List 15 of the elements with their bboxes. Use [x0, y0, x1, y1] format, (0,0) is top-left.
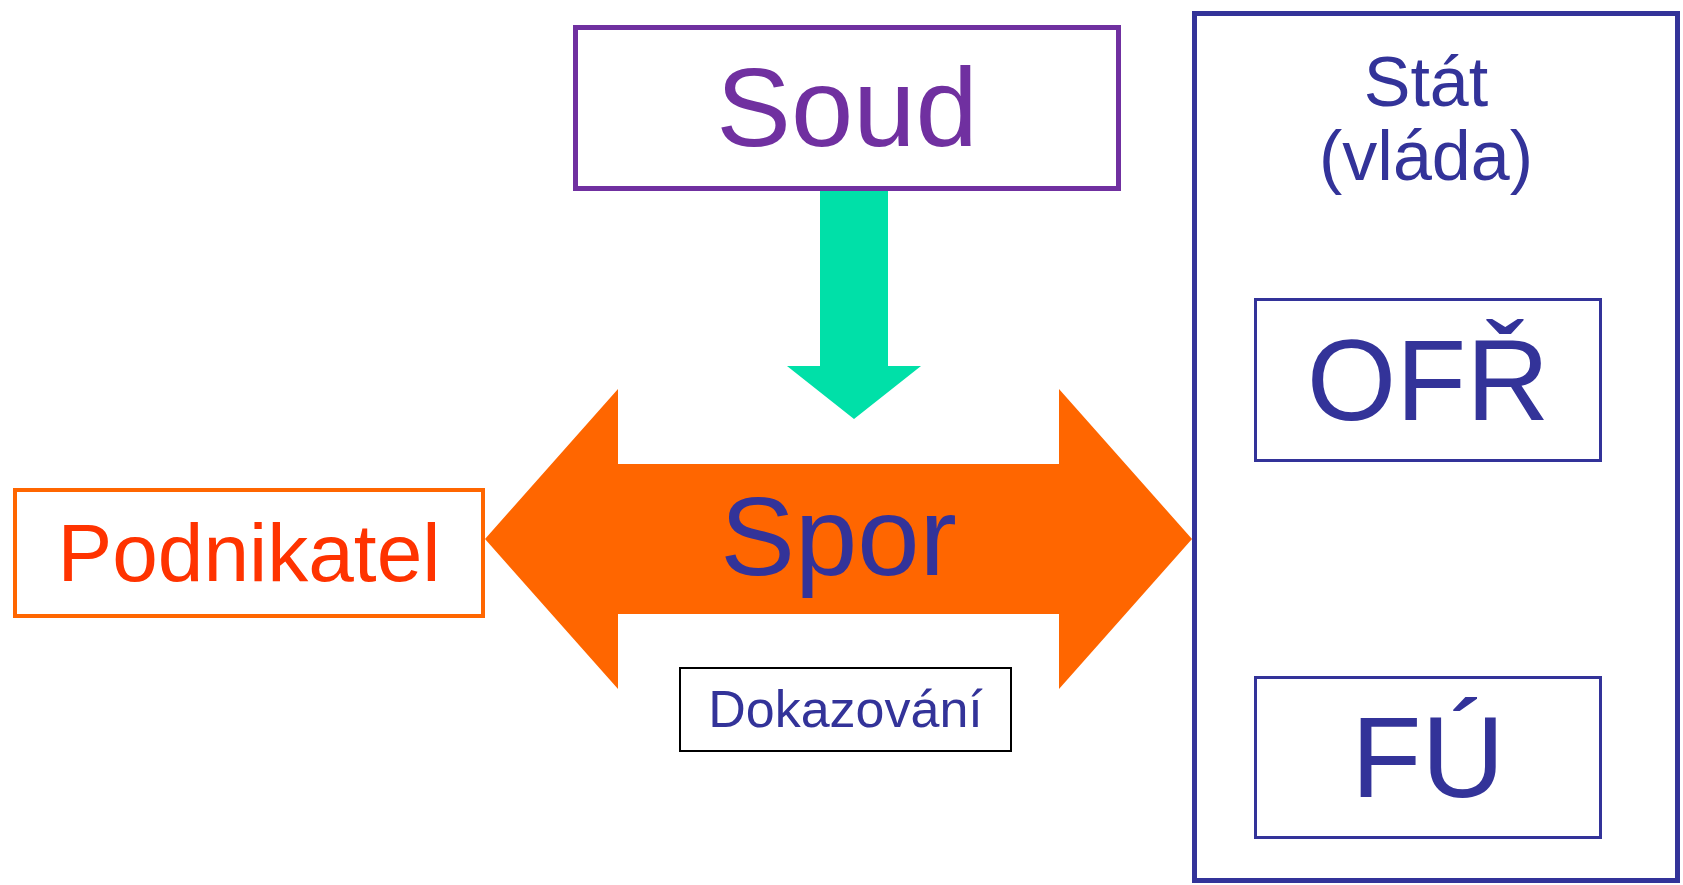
process-box [1254, 676, 1602, 839]
box-label: Podnikatel [57, 509, 441, 597]
block-arrow [787, 191, 921, 419]
box-label: OFŘ [1306, 319, 1550, 441]
process-box [13, 488, 485, 618]
edge-label: Spor [720, 478, 957, 596]
box-label: Dokazování [708, 682, 983, 737]
group-title: Stát (vláda) [1318, 46, 1534, 193]
process-box [573, 25, 1121, 191]
box-label: FÚ [1351, 697, 1505, 818]
block-arrow [485, 389, 1192, 689]
group-box [1192, 11, 1680, 883]
process-box [679, 667, 1012, 752]
box-label: Soud [716, 49, 978, 167]
process-box [1254, 298, 1602, 462]
